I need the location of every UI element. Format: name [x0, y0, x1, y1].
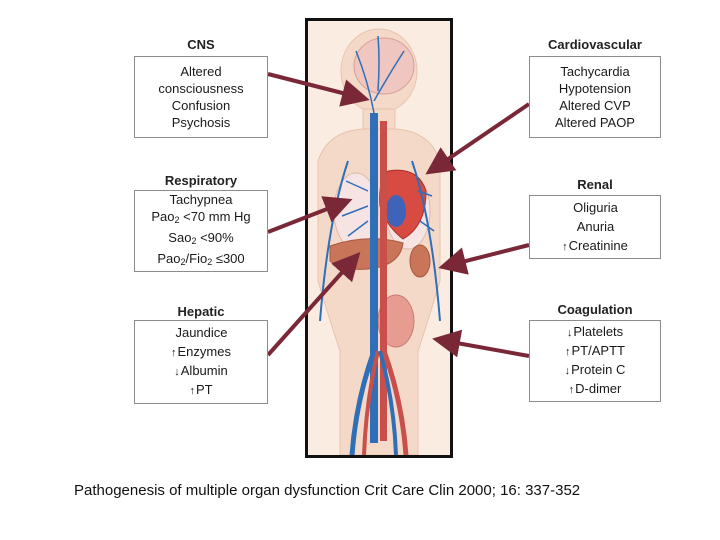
coagulation-heading: Coagulation	[557, 302, 633, 317]
renal-item-2-text: Anuria	[576, 218, 615, 234]
respiratory-line-1: Tachypnea	[169, 192, 233, 207]
respiratory-box: Tachypnea Pao2 <70 mm Hg Sao2 <90% Pao2/…	[134, 190, 268, 272]
hepatic-item-1: Jaundice	[174, 324, 227, 343]
human-anatomy-illustration	[305, 18, 453, 458]
up-arrow-icon: ↑	[189, 385, 195, 397]
ratio-a-label: Pao	[157, 251, 181, 266]
hepatic-item-2: ↑Enzymes	[171, 343, 231, 362]
cardiovascular-line-1: Tachycardia	[560, 64, 630, 79]
cardiovascular-box: Tachycardia Hypotension Altered CVP Alte…	[529, 56, 661, 138]
cns-line-2: consciousness	[158, 81, 244, 96]
hepatic-item-3: ↓Albumin	[174, 362, 227, 381]
cardiovascular-arrow	[425, 102, 531, 175]
sao2-subscript: 2	[191, 236, 197, 246]
coagulation-item-4: ↑D-dimer	[569, 380, 622, 399]
pao2-label: Pao	[151, 209, 175, 224]
cns-line-1: Altered	[180, 64, 222, 79]
pao2-subscript: 2	[174, 215, 180, 225]
figure-caption: Pathogenesis of multiple organ dysfuncti…	[74, 482, 581, 499]
ratio-b-subscript: 2	[207, 257, 213, 267]
coagulation-box: ↓Platelets ↑PT/APTT ↓Protein C ↑D-dimer	[529, 320, 661, 402]
sao2-value: <90%	[196, 230, 234, 245]
renal-item-1-text: Oliguria	[573, 199, 618, 215]
cardiovascular-line-3: Altered CVP	[559, 98, 631, 113]
coagulation-item-1: ↓Platelets	[567, 323, 623, 342]
ratio-b-label: /Fio	[185, 251, 208, 266]
cns-heading: CNS	[187, 37, 215, 52]
cardiovascular-heading: Cardiovascular	[548, 37, 642, 52]
cardiovascular-line-2: Hypotension	[558, 81, 632, 96]
up-arrow-icon: ↑	[565, 346, 571, 358]
sao2-label: Sao	[168, 230, 192, 245]
cns-box: Altered consciousness Confusion Psychosi…	[134, 56, 268, 138]
coagulation-item-2-text: PT/APTT	[571, 343, 625, 358]
down-arrow-icon: ↓	[174, 366, 180, 378]
down-arrow-icon: ↓	[566, 327, 573, 339]
renal-box: Oliguria Anuria ↑Creatinine	[529, 195, 661, 259]
renal-item-3: ↑Creatinine	[562, 237, 628, 256]
cardiovascular-line-4: Altered PAOP	[555, 115, 635, 130]
coagulation-item-2: ↑PT/APTT	[565, 342, 625, 361]
coagulation-item-1-text: Platelets	[573, 324, 624, 339]
respiratory-arrow	[267, 196, 353, 234]
up-arrow-icon: ↑	[171, 347, 177, 359]
coagulation-item-3-text: Protein C	[571, 362, 626, 377]
coagulation-item-4-text: D-dimer	[575, 381, 622, 396]
up-arrow-icon: ↑	[568, 384, 575, 396]
hepatic-box: Jaundice ↑Enzymes ↓Albumin ↑PT	[134, 320, 268, 404]
ratio-a-subscript: 2	[180, 257, 186, 267]
hepatic-arrow	[266, 252, 361, 357]
respiratory-ratio-line: Pao2/Fio2 ≤300	[157, 250, 244, 271]
renal-heading: Renal	[577, 177, 613, 192]
respiratory-pao2-line: Pao2 <70 mm Hg	[151, 208, 250, 229]
hepatic-item-4: ↑PT	[189, 381, 212, 400]
hepatic-item-1-text: Jaundice	[175, 325, 228, 340]
coagulation-arrow	[432, 329, 530, 358]
cns-arrow	[267, 72, 370, 107]
renal-item-2: Anuria	[576, 218, 615, 237]
coagulation-item-3: ↓Protein C	[565, 361, 626, 380]
renal-item-3-text: Creatinine	[568, 237, 628, 253]
respiratory-sao2-line: Sao2 <90%	[168, 229, 233, 250]
pao2-value: <70 mm Hg	[179, 209, 251, 224]
cns-line-4: Psychosis	[171, 115, 231, 130]
renal-item-1: Oliguria	[572, 199, 618, 218]
circulatory-system-drawing	[317, 28, 441, 456]
ratio-value: ≤300	[212, 251, 245, 266]
hepatic-item-3-text: Albumin	[180, 363, 228, 378]
down-arrow-icon: ↓	[564, 365, 571, 377]
up-arrow-icon: ↑	[562, 240, 568, 253]
hepatic-item-4-text: PT	[195, 382, 213, 397]
hepatic-heading: Hepatic	[177, 304, 225, 319]
renal-arrow	[438, 243, 530, 275]
respiratory-heading: Respiratory	[164, 173, 238, 188]
cns-line-3: Confusion	[171, 98, 231, 113]
hepatic-item-2-text: Enzymes	[177, 344, 231, 359]
